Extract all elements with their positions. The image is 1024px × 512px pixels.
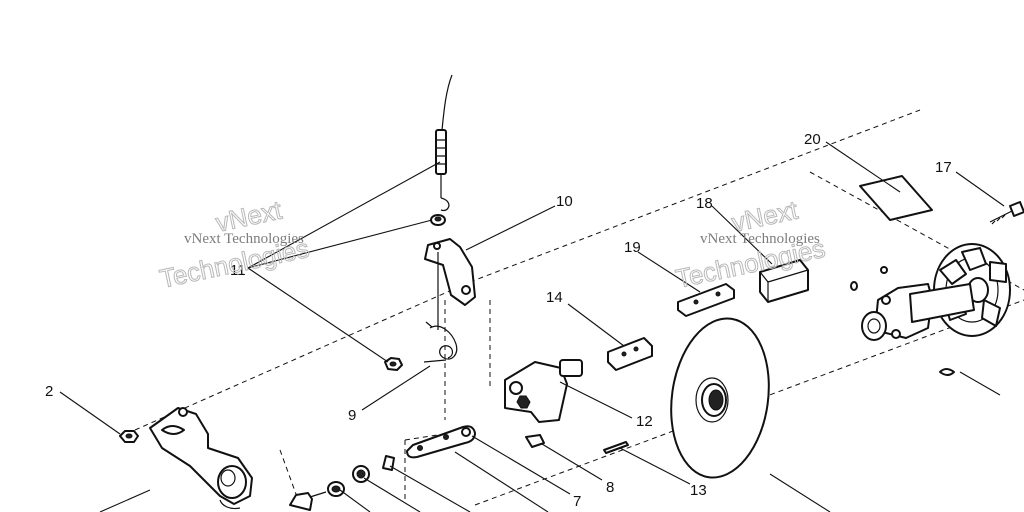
watermark-right-line1: vNext Technologies	[700, 231, 820, 247]
hub-bolt	[989, 201, 1024, 225]
governor-spring	[423, 321, 458, 363]
insulator-block	[759, 259, 809, 303]
shaft-key	[603, 441, 629, 454]
gasket	[859, 175, 933, 221]
callout-12: 12	[636, 413, 653, 430]
callout-9: 9	[348, 407, 356, 424]
callout-18: 18	[696, 195, 713, 212]
callout-8: 8	[606, 479, 614, 496]
governor-arm	[504, 359, 583, 423]
callout-7: 7	[573, 493, 581, 510]
control-plate	[149, 407, 253, 510]
hex-nut-2	[119, 430, 139, 443]
callout-labels: 2 7 8 9 10 11 12 13 14 17 18 19 20	[45, 131, 952, 510]
leader-lines	[59, 141, 1005, 512]
callout-2: 2	[45, 383, 53, 400]
watermark-left-line1: vNext Technologies	[184, 231, 304, 247]
clip-pin	[525, 434, 545, 448]
throttle-link	[406, 425, 476, 459]
callout-10: 10	[556, 193, 573, 210]
governor-bracket	[424, 238, 476, 330]
callout-20: 20	[804, 131, 821, 148]
callout-14: 14	[546, 289, 563, 306]
spacer-block	[607, 337, 653, 371]
small-washers	[850, 266, 955, 376]
callout-17: 17	[935, 159, 952, 176]
callout-13: 13	[690, 482, 707, 499]
callout-19: 19	[624, 239, 641, 256]
bottom-hardware	[289, 455, 395, 511]
callout-11: 11	[230, 262, 246, 279]
cable-nut	[430, 214, 446, 226]
bracket-nut	[384, 357, 403, 371]
pulley-disc	[670, 317, 770, 479]
mounting-plate	[677, 283, 735, 317]
throttle-cable	[435, 74, 453, 212]
shaft-housing	[861, 283, 975, 341]
